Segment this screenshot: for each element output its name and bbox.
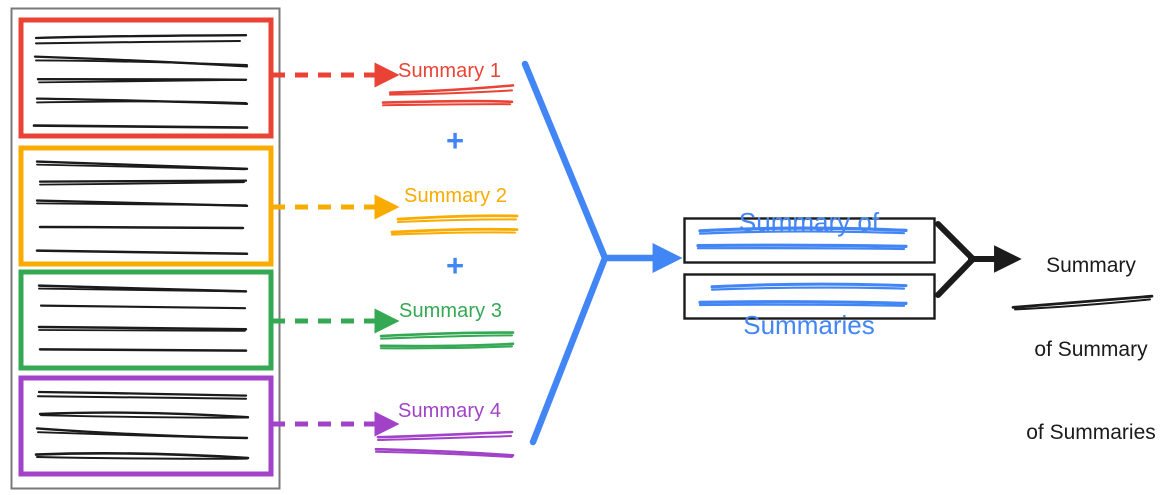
- summary-of-summaries-title: Summary of Summaries: [684, 136, 934, 411]
- chunk-box-purple[interactable]: [18, 375, 274, 477]
- summary-label-4: Summary 4: [398, 400, 502, 422]
- black-merge-arrow: [935, 221, 1022, 298]
- chunk-text-lines: [32, 34, 249, 129]
- summary-lines-red: [381, 84, 515, 107]
- final-output-line-3: of Summaries: [1026, 421, 1156, 445]
- sos-box-2[interactable]: [683, 273, 936, 320]
- final-output-line-2: of Summary: [1034, 337, 1148, 361]
- chunk-box-red[interactable]: [18, 17, 274, 139]
- summary-label-1: Summary 1: [398, 60, 502, 82]
- summary-label-3: Summary 3: [399, 300, 503, 322]
- summary-lines-purple: [374, 430, 515, 458]
- final-output-line-1: Summary: [1046, 253, 1136, 277]
- summary-lines-orange: [390, 214, 519, 236]
- plus-operator-2: +: [446, 248, 465, 283]
- chunk-box-green[interactable]: [18, 269, 274, 371]
- sos-box-lines: [696, 226, 908, 251]
- plus-operator-1: +: [446, 123, 465, 158]
- final-output-label: Summary of Summary of Summaries: [1012, 196, 1170, 495]
- sos-title-line-1: Summary of: [738, 206, 880, 237]
- chunk-text-lines: [35, 160, 249, 256]
- sos-title-line-2: Summaries: [743, 309, 875, 340]
- chunk-text-lines: [37, 284, 248, 352]
- chunk-text-lines: [34, 390, 250, 460]
- sos-box-lines: [698, 282, 908, 307]
- summary-lines-green: [379, 331, 515, 350]
- summary-label-2: Summary 2: [404, 185, 508, 207]
- chunk-box-orange[interactable]: [18, 145, 274, 267]
- blue-merge-funnel: [521, 60, 683, 446]
- final-output-line: [1011, 294, 1154, 311]
- sos-box-1[interactable]: [683, 217, 936, 264]
